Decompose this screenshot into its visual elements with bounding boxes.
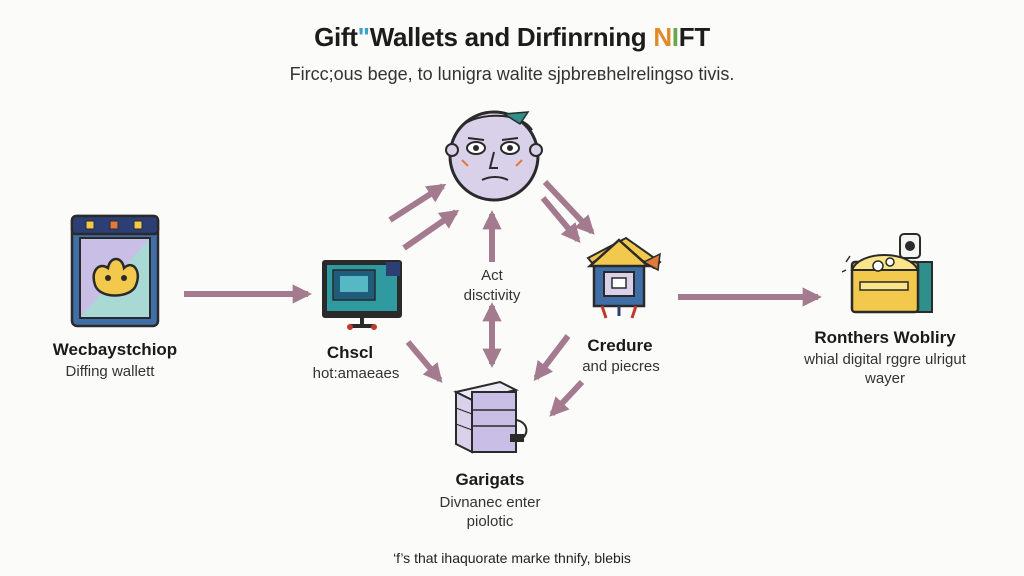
bottom-node-line2: piolotic [466,513,514,530]
center-left-node-title: Chscl [326,343,374,362]
arrow-house-to-bottom-2 [549,379,585,417]
center-node-line2: disctivity [463,287,521,304]
monitor-icon [322,260,402,330]
right-node-title: Ronthers Wobliry [814,328,956,347]
center-left-node-subtitle: hot:amaeaes [312,365,400,382]
server-box-icon [453,380,528,454]
center-right-node-subtitle: and piecres [582,358,660,375]
center-node-line1: Act [481,267,503,284]
arrow-face-down-1 [542,179,595,235]
arrow-to-face-2 [402,209,460,251]
arrow-face-down-2 [540,196,581,243]
left-node-title: Wecbaystchiop [52,340,178,359]
bottom-node-title: Garigats [455,470,525,489]
page-title: Gift"Wallets and Dirfinrning NIFT [314,22,710,52]
wallet-card-icon [70,214,160,328]
center-right-node-title: Credure [587,336,653,355]
right-node-line1: whial digital rggre ulrigut [804,351,966,368]
treasure-chest-icon [841,233,933,314]
arrow-monitor-to-bottom [405,340,443,383]
house-icon [586,236,662,319]
left-node-subtitle: Diffing wallett [65,363,155,380]
footer-caption: ‘f’s that ihaquorate marke thnify, blebi… [393,550,631,566]
right-node-line2: wayer [864,370,905,387]
arrow-house-to-bottom-1 [533,334,571,382]
page-subtitle: Fircc;ous bege, to lunigra walite sjpbre… [289,64,735,84]
arrow-to-face-1 [388,183,447,223]
bottom-node-line1: Divnanec enter [439,494,541,511]
face-icon [445,110,543,202]
